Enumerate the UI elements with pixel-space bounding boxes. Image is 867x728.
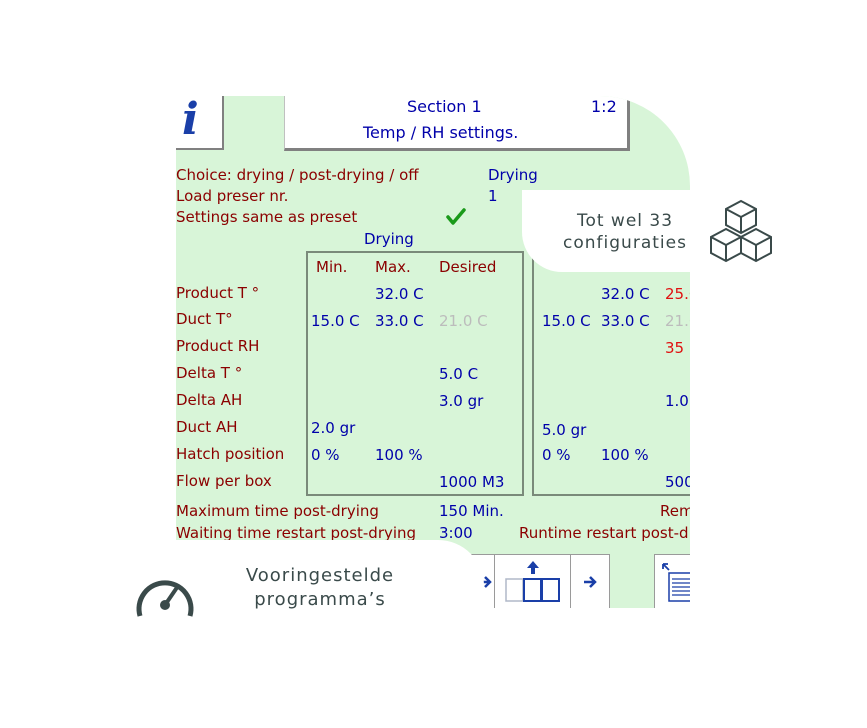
row-label: Delta T ° [176, 364, 243, 382]
speedometer-icon [136, 580, 194, 617]
info-button[interactable]: i [176, 96, 224, 150]
layout-up-icon [505, 561, 560, 602]
row-label: Product T ° [176, 284, 260, 302]
row-label: Hatch position [176, 445, 285, 463]
info-icon: i [182, 96, 199, 145]
presets-text: Vooringestelde programma’s [245, 565, 395, 610]
post-delta-ah-desired[interactable]: 1.0 [665, 392, 689, 410]
drying-duct-t-min[interactable]: 15.0 C [311, 312, 360, 330]
drying-duct-t-max[interactable]: 33.0 C [375, 312, 424, 330]
screen-subtitle: Temp / RH settings. [363, 123, 519, 142]
waiting-time-label: Waiting time restart post-drying [176, 524, 417, 542]
row-label: Duct AH [176, 418, 238, 436]
drying-product-t-max[interactable]: 32.0 C [375, 285, 424, 303]
col-min-header: Min. [316, 258, 348, 276]
arrow-right-icon [584, 576, 597, 588]
max-time-label: Maximum time post-drying [176, 502, 379, 520]
document-button[interactable] [654, 554, 690, 608]
drying-group-title: Drying [364, 230, 414, 248]
post-duct-t-desired: 21.0 [665, 312, 690, 330]
document-icon [662, 563, 690, 602]
row-label: Flow per box [176, 472, 272, 490]
runtime-restart-label: Runtime restart post-d [519, 524, 689, 542]
row-label: Product RH [176, 337, 260, 355]
drying-duct-ah-min[interactable]: 2.0 gr [311, 419, 356, 437]
same-as-preset-label: Settings same as preset [176, 208, 358, 226]
remaining-label: Rem [660, 502, 690, 520]
choice-value[interactable]: Drying [488, 166, 538, 184]
layout-up-button[interactable] [494, 554, 572, 608]
page-indicator: 1:2 [591, 97, 617, 116]
post-hatch-max[interactable]: 100 % [601, 446, 649, 464]
drying-hatch-min[interactable]: 0 % [311, 446, 340, 464]
max-time-value[interactable]: 150 Min. [439, 502, 504, 520]
section-title: Section 1 [407, 97, 482, 116]
post-flow-desired[interactable]: 500 [665, 473, 690, 491]
checkmark-icon[interactable] [446, 208, 466, 226]
col-desired-header: Desired [439, 258, 497, 276]
next-button[interactable] [570, 554, 610, 608]
load-preset-label: Load preser nr. [176, 187, 289, 205]
row-label: Duct T° [176, 310, 233, 328]
drying-delta-t-desired[interactable]: 5.0 C [439, 365, 479, 383]
choice-label: Choice: drying / post-drying / off [176, 166, 419, 184]
post-duct-ah-min[interactable]: 5.0 gr [542, 421, 587, 439]
load-preset-value[interactable]: 1 [488, 187, 498, 205]
hmi-screen: i Section 1 1:2 Temp / RH settings. Choi… [176, 96, 690, 608]
drying-delta-ah-desired[interactable]: 3.0 gr [439, 392, 484, 410]
presets-callout: Vooringestelde programma’s [134, 540, 484, 632]
post-duct-t-min[interactable]: 15.0 C [542, 312, 591, 330]
title-box: Section 1 1:2 Temp / RH settings. [284, 96, 630, 151]
post-product-rh-desired[interactable]: 35 [665, 339, 685, 357]
post-hatch-min[interactable]: 0 % [542, 446, 571, 464]
drying-flow-desired[interactable]: 1000 M3 [439, 473, 505, 491]
col-max-header: Max. [375, 258, 411, 276]
configs-callout: Tot wel 33 configuraties [522, 190, 777, 272]
post-product-t-max[interactable]: 32.0 C [601, 285, 650, 303]
drying-hatch-max[interactable]: 100 % [375, 446, 423, 464]
drying-group-box [306, 251, 524, 496]
waiting-time-value[interactable]: 3:00 [439, 524, 473, 542]
post-duct-t-max[interactable]: 33.0 C [601, 312, 650, 330]
configs-text: Tot wel 33 configuraties [563, 211, 687, 253]
post-product-t-desired[interactable]: 25.0 [665, 285, 690, 303]
cubes-icon [710, 199, 772, 263]
row-label: Delta AH [176, 391, 243, 409]
drying-duct-t-desired: 21.0 C [439, 312, 488, 330]
